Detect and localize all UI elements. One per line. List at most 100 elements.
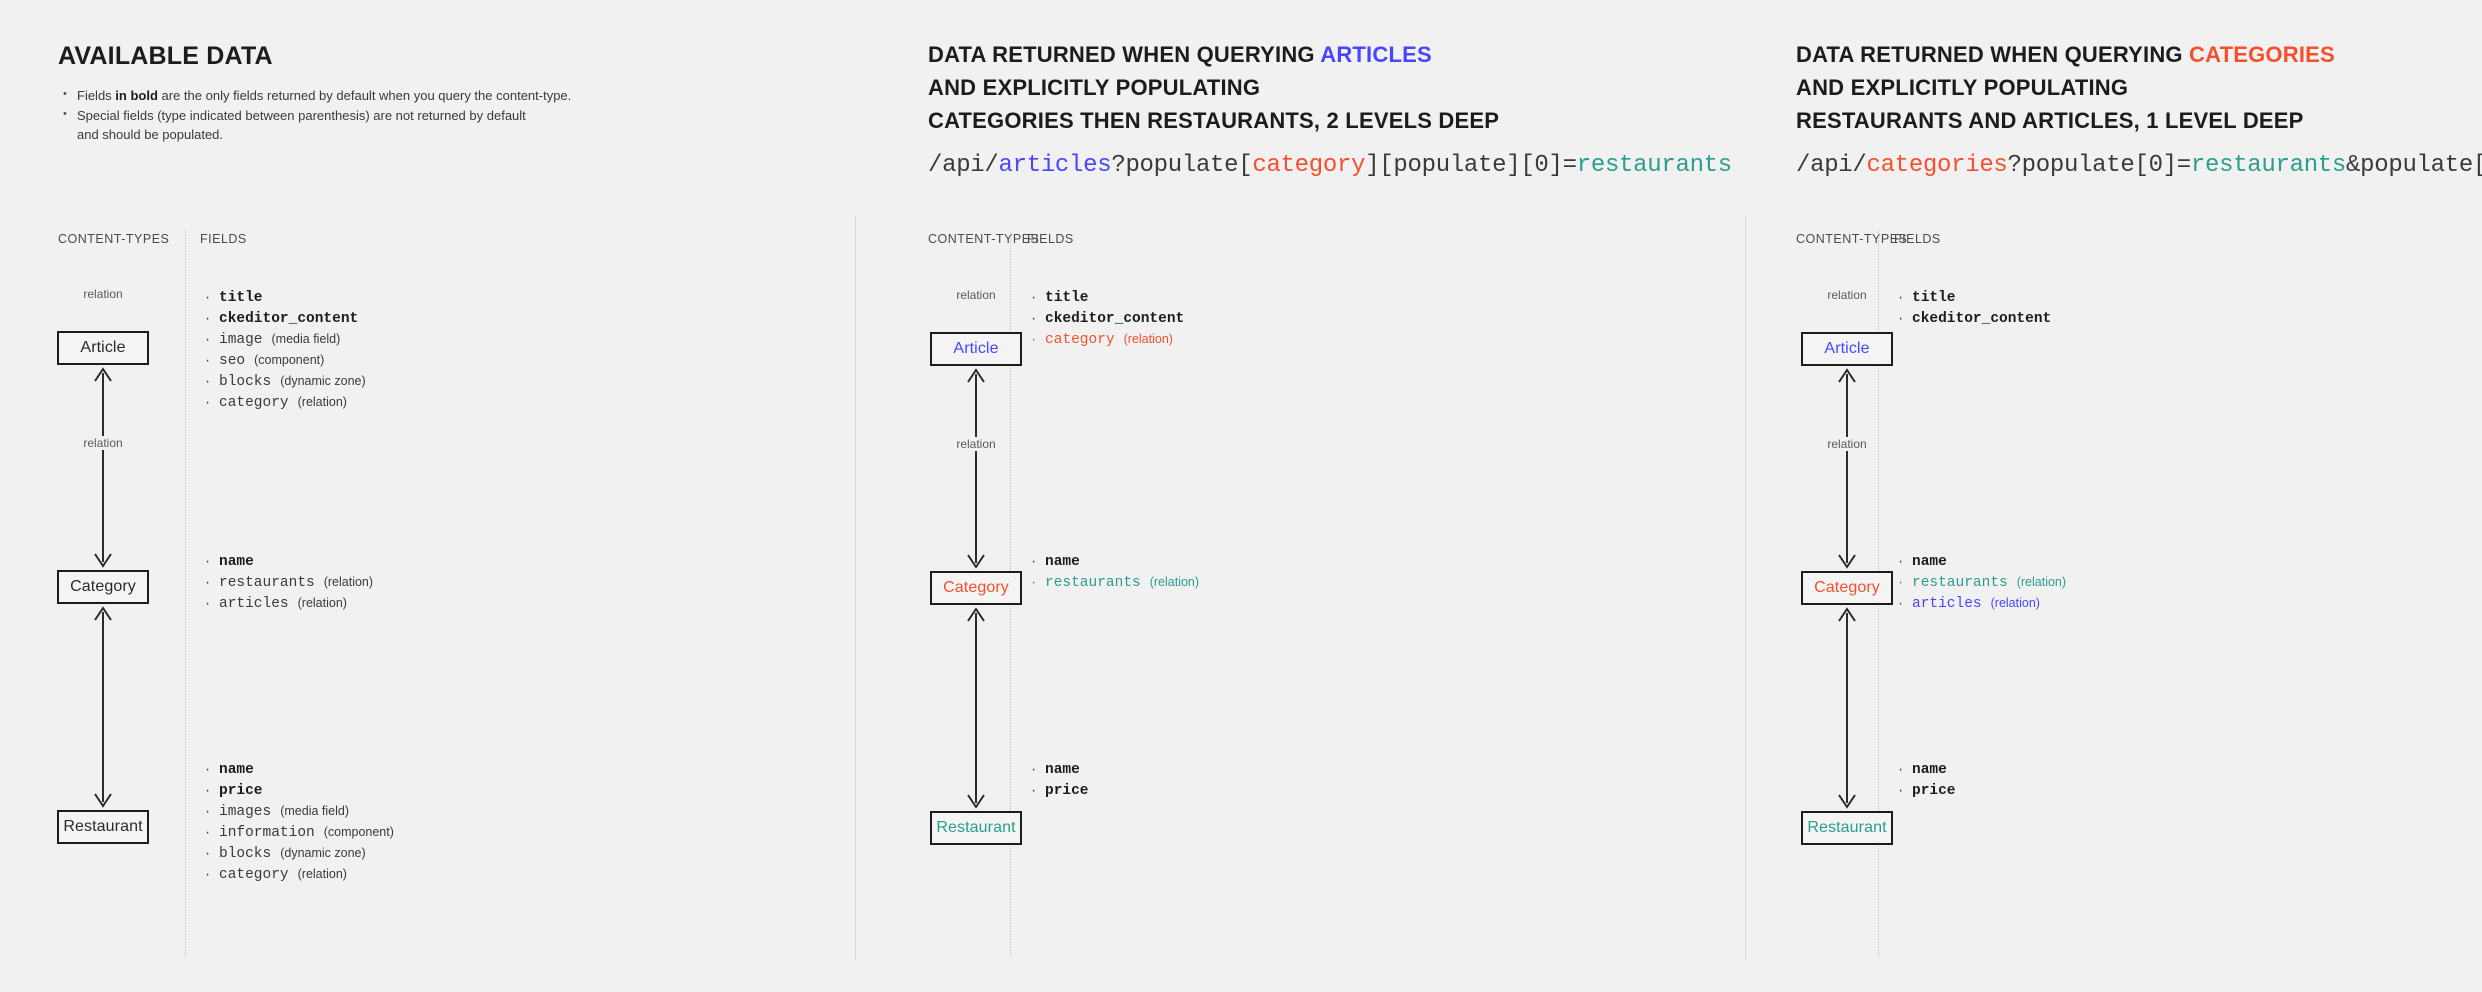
bullet-dot-icon: · <box>1030 576 1038 590</box>
field-name: category <box>219 867 289 883</box>
bullet-dot-icon: · <box>204 784 212 798</box>
field-name: name <box>1045 762 1080 778</box>
field-type: (relation) <box>297 867 347 881</box>
fields-restaurant: ·name·price·images(media field)·informat… <box>204 760 394 886</box>
field-row: · category (relation) <box>204 865 394 886</box>
field-type: (dynamic zone) <box>280 374 366 388</box>
bullet-dot-icon: · <box>1030 763 1038 777</box>
bullet-dot-icon: · <box>1030 291 1038 305</box>
field-type: (relation) <box>1149 575 1200 589</box>
field-name: ckeditor_content <box>219 311 359 327</box>
bullet-dot-icon: · <box>204 826 212 840</box>
bullet-dot-icon: · <box>1897 597 1905 611</box>
field-name: title <box>1045 290 1089 306</box>
field-name: information <box>219 825 315 841</box>
field-row: ·articles(relation) <box>1897 594 2066 615</box>
relation-arrow-category-restaurant <box>967 607 985 809</box>
node-article[interactable]: Article <box>57 331 149 365</box>
node-article[interactable]: Article <box>930 332 1022 366</box>
fields-article: ·title·ckeditor_content <box>1897 288 2051 330</box>
bullet-dot-icon: · <box>1897 763 1905 777</box>
field-row: ·name <box>1897 552 2066 573</box>
bullet-dot-icon: · <box>1897 555 1905 569</box>
field-name: images <box>219 804 272 820</box>
field-row: ·restaurants(relation) <box>1897 573 2066 594</box>
column-label-fields: FIELDS <box>1027 232 1074 246</box>
field-name: title <box>219 290 263 306</box>
bullet-dot-icon: · <box>1030 333 1038 347</box>
panel-title-line: AND EXPLICITLY POPULATING <box>928 71 1499 104</box>
relation-label: relation <box>80 436 126 450</box>
field-name: name <box>1045 554 1080 570</box>
field-type: (component) <box>254 353 325 367</box>
relation-label: relation <box>1824 288 1870 302</box>
panel-separator-2 <box>1745 215 1746 960</box>
api-query-segment: /api/ <box>1796 152 1867 179</box>
field-type: (dynamic zone) <box>280 846 366 860</box>
bullet-dot-icon: · <box>204 312 212 326</box>
relation-arrow-article-category <box>967 368 985 569</box>
field-row: · name <box>1030 552 1199 573</box>
relation-label: relation <box>80 287 126 301</box>
node-category[interactable]: Category <box>1801 571 1893 605</box>
bullet-dot-icon: · <box>1030 784 1038 798</box>
field-name: blocks <box>219 374 272 390</box>
fields-restaurant: ·name·price <box>1897 760 1956 802</box>
fields-restaurant: ·name·price <box>1030 760 1089 802</box>
bullet-dot-icon: · <box>204 597 212 611</box>
api-query-segment: restaurants <box>1576 152 1732 179</box>
panel-separator-1 <box>855 215 856 960</box>
node-restaurant[interactable]: Restaurant <box>1801 811 1893 845</box>
panel-title-line: CATEGORIES THEN RESTAURANTS, 2 LEVELS DE… <box>928 104 1499 137</box>
field-type: (relation) <box>1990 596 2040 610</box>
field-row: ·ckeditor_content <box>1030 309 1184 330</box>
column-label-content-types: CONTENT-TYPES <box>1796 232 1908 246</box>
fields-category: ·name·restaurants(relation)·articles(rel… <box>204 552 373 615</box>
field-name: image <box>219 332 263 348</box>
field-name: articles <box>219 596 289 612</box>
title-segment: ARTICLES <box>1320 42 1432 67</box>
bullet-dot-icon: · <box>1897 312 1905 326</box>
field-name: blocks <box>219 846 272 862</box>
fields-article: ·title·ckeditor_content·category(relatio… <box>1030 288 1184 351</box>
node-restaurant[interactable]: Restaurant <box>930 811 1022 845</box>
api-query-segment: category <box>1252 152 1366 179</box>
bullet-dot-icon: · <box>204 576 212 590</box>
api-query-segment: /api/ <box>928 152 999 179</box>
field-type: (relation) <box>297 395 347 409</box>
bullet-list: Fields in bold are the only fields retur… <box>60 85 620 144</box>
node-category[interactable]: Category <box>930 571 1022 605</box>
relation-label: relation <box>1824 437 1870 451</box>
field-row: ·seo(component) <box>204 351 366 372</box>
bullet-dot-icon: · <box>1030 555 1038 569</box>
panel-bullets: Fields in bold are the only fields retur… <box>60 85 620 145</box>
api-query-segment: articles <box>998 152 1112 179</box>
relation-arrow-article-category <box>94 367 112 568</box>
bullet-dot-icon: · <box>204 396 212 410</box>
bullet-item: Special fields (type indicated between p… <box>63 105 620 144</box>
bullet-dot-icon: · <box>1897 784 1905 798</box>
field-row: ·image(media field) <box>204 330 366 351</box>
bullet-dot-icon: · <box>1897 291 1905 305</box>
node-category[interactable]: Category <box>57 570 149 604</box>
bullet-dot-icon: · <box>204 333 212 347</box>
title-segment: RESTAURANTS AND ARTICLES, 1 LEVEL DEEP <box>1796 108 2304 133</box>
field-row: ·name <box>1897 760 1956 781</box>
field-name: ckeditor_content <box>1912 311 2052 327</box>
bullet-dot-icon: · <box>204 868 212 882</box>
field-row: ·price <box>204 781 394 802</box>
field-name: ckeditor_content <box>1045 311 1185 327</box>
relation-arrow-article-category <box>1838 368 1856 569</box>
panel-title: AVAILABLE DATA <box>58 42 273 70</box>
field-row: ·images(media field) <box>204 802 394 823</box>
field-type: (relation) <box>1123 332 1173 346</box>
field-row: ·category(relation) <box>204 393 366 414</box>
node-article[interactable]: Article <box>1801 332 1893 366</box>
column-label-content-types: CONTENT-TYPES <box>928 232 1040 246</box>
api-query-line: /api/articles?populate[category][populat… <box>928 152 1732 179</box>
node-restaurant[interactable]: Restaurant <box>57 810 149 844</box>
column-label-fields: FIELDS <box>200 232 247 246</box>
title-segment: CATEGORIES <box>2189 42 2335 67</box>
